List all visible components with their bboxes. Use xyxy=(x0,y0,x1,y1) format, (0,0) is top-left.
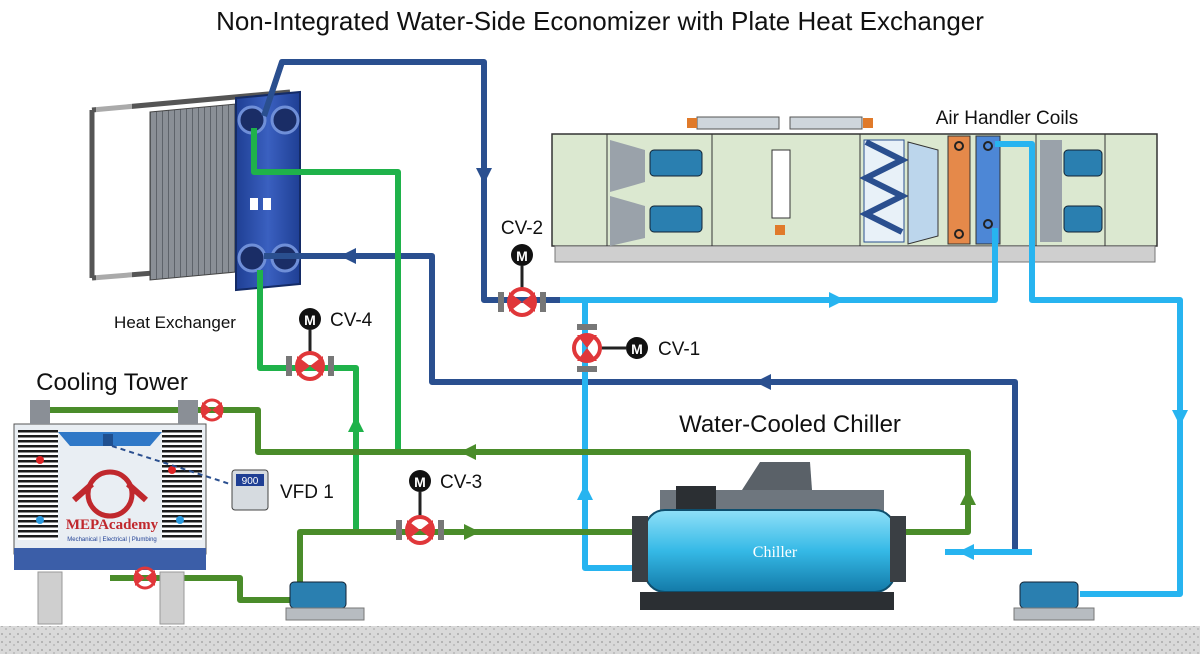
valve-cv-3[interactable] xyxy=(396,492,444,545)
chw-bypass xyxy=(582,300,645,571)
plate-heat-exchanger xyxy=(89,89,301,296)
motor-symbol-cv-1: M xyxy=(631,341,643,357)
arrow-up-bypass xyxy=(577,484,593,500)
motor-actuator-cv-3: M xyxy=(409,470,431,492)
vfd-label: VFD 1 xyxy=(280,482,334,503)
motor-actuator-cv-4: M xyxy=(299,308,321,330)
arrow-down-return xyxy=(476,168,492,184)
chw-return-upper xyxy=(261,59,560,303)
cooling-tower xyxy=(13,400,207,625)
valve-cv-1-label: CV-1 xyxy=(658,339,700,360)
chiller-body-label: Chiller xyxy=(753,544,798,561)
arrow-down-supply xyxy=(1172,410,1188,426)
mep-logo-tagline: Mechanical | Electrical | Plumbing xyxy=(67,537,157,543)
arrow-up-econ xyxy=(348,416,364,432)
valve-cv-3-label: CV-3 xyxy=(440,472,482,493)
air-handler-coils-label: Air Handler Coils xyxy=(936,108,1079,129)
motor-actuator-cv-1: M xyxy=(626,337,648,359)
water-cooled-chiller xyxy=(632,462,906,610)
tower-inlet-valve[interactable] xyxy=(200,398,224,422)
chw-coil-to-pump xyxy=(995,141,1183,597)
valve-cv-1[interactable] xyxy=(572,324,626,372)
arrow-right-condenser xyxy=(464,524,480,540)
water-cooled-chiller-label: Water-Cooled Chiller xyxy=(679,411,901,438)
chilled-water-pump xyxy=(1013,581,1095,621)
valve-cv-4-label: CV-4 xyxy=(330,310,373,331)
vfd-signal-line xyxy=(111,445,231,485)
air-handler-unit xyxy=(551,116,1158,263)
motor-symbol-cv-4: M xyxy=(304,312,316,328)
valve-cv-2-label: CV-2 xyxy=(501,218,543,239)
arrow-left-hx xyxy=(340,248,356,264)
flow-arrows xyxy=(340,168,1188,560)
arrow-left-return xyxy=(755,374,771,390)
ground xyxy=(0,626,1200,654)
cooling-tower-label: Cooling Tower xyxy=(36,369,188,396)
heat-exchanger-label: Heat Exchanger xyxy=(114,313,236,332)
chw-ahu-supply xyxy=(560,228,998,303)
motor-symbol-cv-3: M xyxy=(414,474,426,490)
arrow-left-chiller xyxy=(958,544,974,560)
valve-cv-2[interactable] xyxy=(498,266,546,317)
arrow-up-condenser xyxy=(960,489,976,505)
motor-symbol-cv-2: M xyxy=(516,248,528,264)
mep-logo-text: MEPAcademy xyxy=(66,517,159,533)
motor-actuator-cv-2: M xyxy=(511,244,533,266)
arrow-left-condenser xyxy=(460,444,476,460)
vfd-display: 900 xyxy=(242,476,259,487)
diagram-title: Non-Integrated Water-Side Economizer wit… xyxy=(216,6,984,36)
hx-cw-out xyxy=(251,128,401,452)
arrow-right-supply xyxy=(829,292,845,308)
valve-cv-4[interactable] xyxy=(286,330,334,381)
chiller-condenser-in xyxy=(297,529,640,590)
condenser-pump xyxy=(285,581,365,621)
tower-outlet-valve[interactable] xyxy=(133,566,157,590)
